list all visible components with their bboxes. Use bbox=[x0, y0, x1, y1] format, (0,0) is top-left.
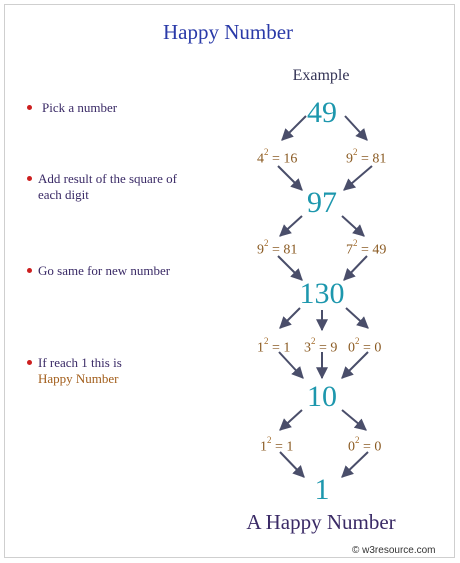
diagram-frame bbox=[4, 4, 455, 558]
square-equation: 72 = 49 bbox=[346, 238, 387, 258]
arrow-10-left bbox=[279, 409, 303, 431]
bullet-icon bbox=[27, 176, 32, 181]
step-text-highlight: Happy Number bbox=[38, 371, 119, 386]
diagram-title: Happy Number bbox=[162, 20, 294, 44]
step-reach-one: If reach 1 this is Happy Number bbox=[27, 355, 177, 387]
step-text: Pick a number bbox=[42, 100, 118, 115]
chain-number-97: 97 bbox=[307, 186, 337, 219]
chain-number-130: 130 bbox=[299, 277, 345, 310]
arrow-1sq-to-1 bbox=[279, 451, 305, 478]
arrow-0-to-10 bbox=[341, 351, 369, 379]
step-pick-number: Pick a number bbox=[27, 100, 177, 116]
arrow-130-right bbox=[345, 307, 369, 329]
chain-number-49: 49 bbox=[307, 96, 337, 129]
step-text: Go same for new number bbox=[38, 263, 171, 278]
step-text-main: If reach 1 this is bbox=[38, 355, 122, 370]
arrow-49-left bbox=[281, 115, 307, 141]
example-label: Example bbox=[292, 67, 350, 84]
square-equation: 32 = 9 bbox=[304, 336, 338, 356]
step-text: If reach 1 this is Happy Number bbox=[38, 355, 177, 387]
square-equation: 02 = 0 bbox=[348, 336, 382, 356]
bullet-icon bbox=[27, 360, 32, 365]
square-equation: 92 = 81 bbox=[257, 238, 298, 258]
arrow-97-right bbox=[341, 215, 365, 237]
arrow-49-to-130 bbox=[343, 255, 368, 281]
step-repeat: Go same for new number bbox=[27, 263, 177, 279]
arrow-0sq-to-1 bbox=[341, 451, 369, 478]
arrow-10-right bbox=[341, 409, 367, 431]
square-equation: 02 = 0 bbox=[348, 435, 382, 455]
arrow-81-to-97 bbox=[343, 165, 373, 191]
arrow-1-to-10 bbox=[278, 351, 304, 379]
square-equation: 92 = 81 bbox=[346, 147, 387, 167]
square-equation: 42 = 16 bbox=[257, 147, 298, 167]
bullet-icon bbox=[27, 105, 32, 110]
arrow-130-left bbox=[279, 307, 301, 329]
conclusion-label: A Happy Number bbox=[246, 510, 396, 534]
bullet-icon bbox=[27, 268, 32, 273]
step-add-squares: Add result of the square of each digit bbox=[27, 171, 177, 203]
square-equation: 12 = 1 bbox=[260, 435, 294, 455]
arrow-16-to-97 bbox=[277, 165, 303, 191]
square-equation: 12 = 1 bbox=[257, 336, 291, 356]
chain-number-10: 10 bbox=[307, 380, 337, 413]
arrow-81-to-130 bbox=[277, 255, 303, 281]
step-text: Add result of the square of each digit bbox=[38, 171, 177, 202]
chain-number-1: 1 bbox=[314, 473, 330, 506]
arrow-97-left bbox=[279, 215, 303, 237]
copyright-credit: © w3resource.com bbox=[352, 545, 436, 556]
arrow-49-right bbox=[344, 115, 368, 141]
